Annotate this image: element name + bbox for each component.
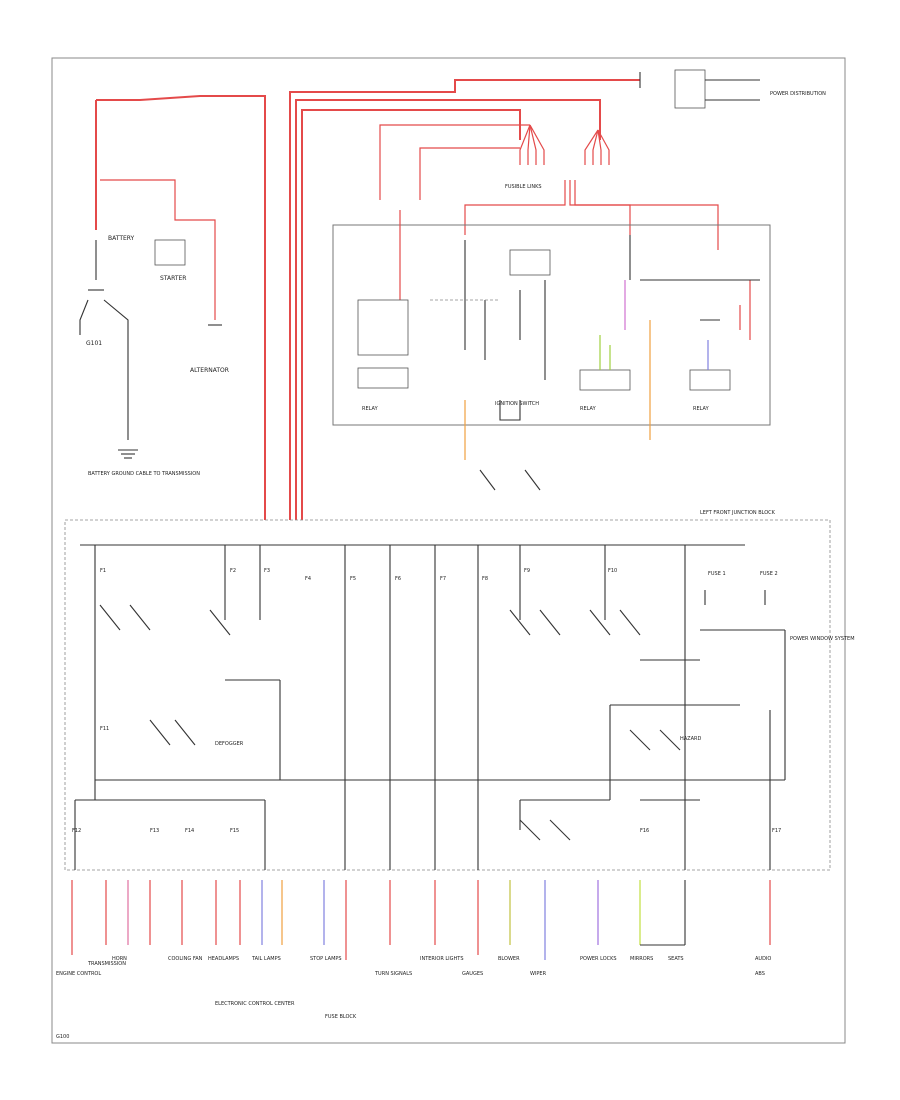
destination-label: TAIL LAMPS <box>251 956 281 962</box>
destination-label: COOLING FAN <box>168 956 203 962</box>
fuse-label: F17 <box>772 828 781 834</box>
fuse-label: F8 <box>482 576 488 582</box>
bottom-wires <box>71 880 771 960</box>
relay-right-label: RELAY <box>693 406 710 412</box>
destination-label: ENGINE CONTROL <box>56 971 101 977</box>
destination-label: HORN <box>112 956 127 962</box>
fuse-label: F16 <box>640 828 649 834</box>
fuse-label: F14 <box>185 828 194 834</box>
fuse-label: F10 <box>608 568 617 574</box>
battery-label: BATTERY <box>108 235 135 242</box>
starter-label: STARTER <box>160 275 186 282</box>
fuse-labels: F1 F2 F3 F4 F5 F6 F7 F8 F9 F10 F11 F12 F… <box>72 568 781 834</box>
destination-label: BLOWER <box>498 956 520 962</box>
fuse-label: F6 <box>395 576 401 582</box>
defogger-label: DEFOGGER <box>215 741 244 747</box>
fuse-label: F2 <box>230 568 236 574</box>
relay-box-contents <box>357 210 760 491</box>
power-window-label: POWER WINDOW SYSTEM <box>790 636 855 642</box>
destination-label: TURN SIGNALS <box>374 971 412 977</box>
junction-block <box>64 519 831 871</box>
fuse-label: F7 <box>440 576 446 582</box>
power-dist-label: POWER DISTRIBUTION <box>770 91 826 97</box>
junction-internal-wiring <box>74 544 786 870</box>
junction-block-label: LEFT FRONT JUNCTION BLOCK <box>700 510 776 516</box>
destination-label: WIPER <box>530 971 547 977</box>
battery-section <box>79 95 266 520</box>
ground-label: G101 <box>86 340 102 347</box>
bottom-note: ELECTRONIC CONTROL CENTER <box>215 1001 295 1007</box>
fuse-label: F9 <box>524 568 530 574</box>
relay-mid-label: RELAY <box>580 406 597 412</box>
relay-left-label: RELAY <box>362 406 379 412</box>
fuse-right-label: FUSE 1 <box>708 571 726 577</box>
destination-label: TRANSMISSION <box>87 961 126 967</box>
alternator-label: ALTERNATOR <box>190 367 229 374</box>
destination-label: SEATS <box>668 956 684 962</box>
fuse-label: F4 <box>305 576 311 582</box>
destination-label: POWER LOCKS <box>580 956 617 962</box>
fusible-link-fans <box>464 124 719 250</box>
corner-tag: G100 <box>56 1034 69 1040</box>
bottom-note-2: FUSE BLOCK <box>325 1014 357 1020</box>
destination-label: HEADLAMPS <box>208 956 239 962</box>
ground-note: BATTERY GROUND CABLE TO TRANSMISSION <box>88 471 200 477</box>
outer-frame <box>51 57 846 1044</box>
fusible-links-label: FUSIBLE LINKS <box>505 184 542 190</box>
destination-label: INTERIOR LIGHTS <box>420 956 464 962</box>
destination-label: AUDIO <box>755 956 771 962</box>
fuse-label: F12 <box>72 828 81 834</box>
hazard-label: HAZARD <box>680 736 702 742</box>
ignition-switch-label: IGNITION SWITCH <box>495 401 539 407</box>
destination-label: ABS <box>755 971 765 977</box>
destination-label: GAUGES <box>462 971 483 977</box>
relay-box <box>332 224 771 426</box>
main-feed-wires <box>289 69 760 520</box>
fuse-label: F15 <box>230 828 239 834</box>
fuse-right-label-2: FUSE 2 <box>760 571 778 577</box>
fuse-label: F3 <box>264 568 270 574</box>
fuse-label: F1 <box>100 568 106 574</box>
fuse-label: F5 <box>350 576 356 582</box>
destination-labels: ENGINE CONTROL TRANSMISSION HORN COOLING… <box>56 956 771 977</box>
fuse-label: F11 <box>100 726 109 732</box>
destination-label: STOP LAMPS <box>310 956 342 962</box>
destination-label: MIRRORS <box>630 956 653 962</box>
fuse-label: F13 <box>150 828 159 834</box>
